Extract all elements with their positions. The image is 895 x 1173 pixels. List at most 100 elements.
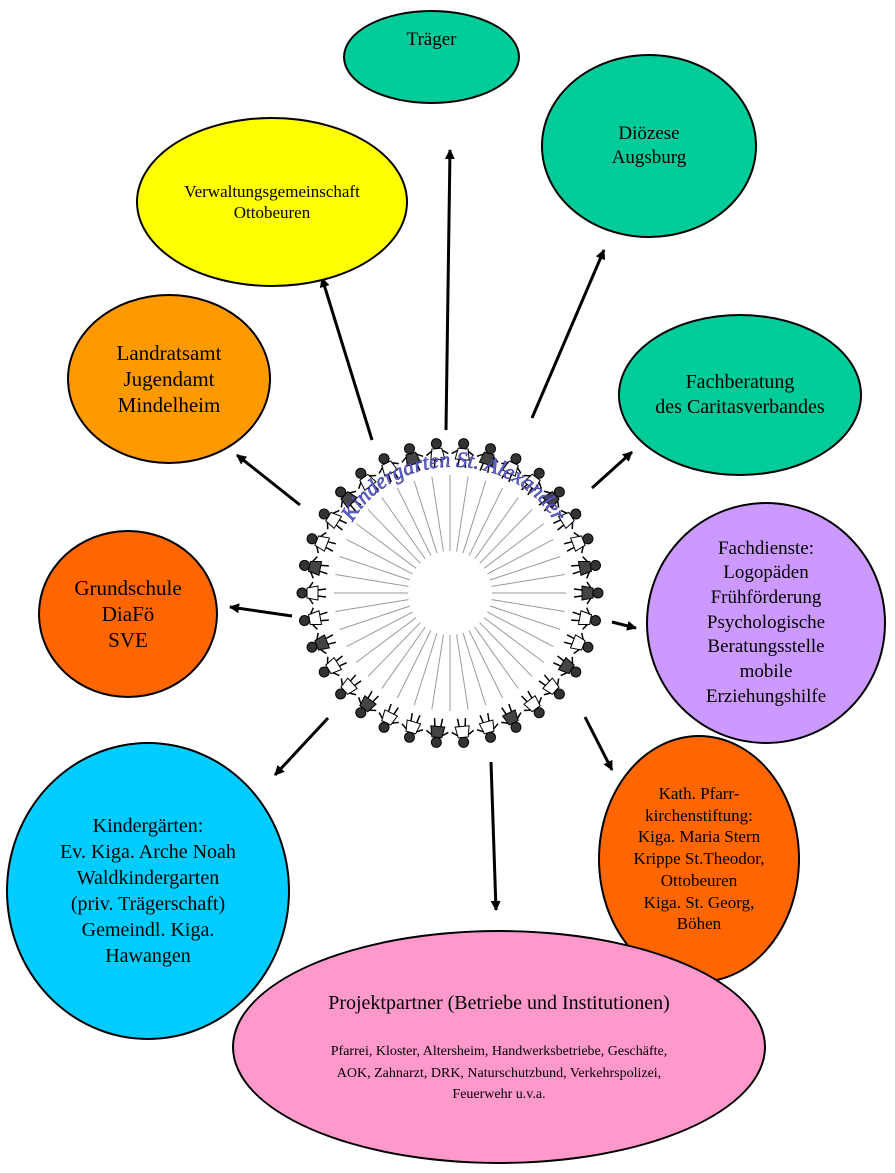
sun-ray [339,605,411,630]
sun-ray [381,497,426,560]
node-projekt: Projektpartner (Betriebe und Institution… [232,930,766,1164]
node-traeger: Träger [343,10,520,104]
projekt-line-1: Pfarrei, Kloster, Altersheim, Handwerksb… [330,1043,668,1059]
child-figure [425,718,449,748]
sun-ray [462,480,487,554]
projekt-line-3: Feuerwehr u.v.a. [452,1087,546,1103]
fachdienste-line-2: Logopäden [723,562,809,584]
sun-ray [396,487,432,556]
child-figure [299,556,329,579]
arrow-grundschule [229,603,293,618]
kindergaerten-line-2: Ev. Kiga. Arche Noah [60,841,236,863]
child-figure [520,467,545,496]
sun-ray [381,626,426,689]
pfarrkirchen-line-2: kirchenstiftung: [645,805,753,825]
sun-ray [487,611,554,648]
child-figure [306,632,337,655]
sun-ray [431,476,444,552]
child-figure [306,531,337,554]
kindergaerten-line-3: Waldkindergarten [76,867,220,889]
node-pfarrkirchen: Kath. Pfarr- kirchenstiftung: Kiga. Mari… [598,735,800,983]
grundschule-line-3: SVE [108,628,148,653]
fachberatung-line-2: des Caritasverbandes [655,396,825,418]
traeger-line-1: Träger [406,29,457,50]
sun-ray [431,634,444,710]
dioezese-line-2: Augsburg [611,147,687,168]
sun-ray [355,523,417,569]
sun-ray [355,617,417,663]
pfarrkirchen-line-1: Kath. Pfarr- [658,783,740,803]
pfarrkirchen-line-3: Kiga. Maria Stern [637,827,761,847]
pfarrkirchen-line-5: Ottobeuren [660,870,738,890]
sun-ray [483,617,545,663]
sun-ray [491,574,565,587]
sun-ray [339,556,411,581]
fachberatung-line-1: Fachberatung [685,371,795,393]
node-verwaltung: Verwaltungsgemeinschaft Ottobeuren [136,117,408,287]
landratsamt-line-2: Jugendamt [123,366,215,391]
pfarrkirchen-line-6: Kiga. St. Georg, [643,892,755,912]
fachdienste-line-7: Erziehungshilfe [705,685,827,707]
child-figure [476,443,499,474]
kindergaerten-line-5: Gemeindl. Kiga. [81,919,215,941]
node-dioezese: Diözese Augsburg [541,54,757,238]
child-figure [563,632,594,655]
svg-text:Kindergarten St. Alexander: Kindergarten St. Alexander [335,447,572,526]
arrow-traeger [444,149,455,431]
sun-ray [489,605,561,630]
child-figure [401,712,424,743]
sun-ray [487,538,554,575]
child-figure [501,453,522,483]
child-figure [355,467,380,496]
sun-ray [491,599,565,612]
sun-ray [456,476,469,552]
arrow-pfarrkirchen [583,716,614,771]
arrow-kindergaerten [273,716,330,777]
kindergarten-logo: Kindergarten St. Alexander [290,428,610,748]
landratsamt-line-1: Landratsamt [116,340,222,365]
dioezese-line-1: Diözese [618,123,680,145]
sun-ray [413,480,438,554]
projekt-title: Projektpartner (Betriebe und Institution… [328,991,670,1014]
sun-ray [474,626,519,689]
child-figure [571,556,601,579]
node-fachberatung: Fachberatung des Caritasverbandes [618,314,862,476]
node-landratsamt: Landratsamt Jugendamt Mindelheim [67,294,271,464]
fachdienste-line-3: Frühförderung [710,586,822,608]
kindergaerten-line-4: (priv. Trägerschaft) [70,893,226,915]
sun-ray [367,622,421,677]
sun-ray [335,599,409,612]
fachdienste-line-1: Fachdienste: [717,537,815,559]
grundschule-line-1: Grundschule [74,575,182,600]
child-figure [299,607,329,630]
child-figure [335,486,362,512]
child-figure [520,690,545,719]
sun-ray [346,538,413,575]
child-figure [451,718,475,748]
kindergaerten-line-6: Hawangen [105,945,191,967]
sun-ray [468,630,504,699]
arrow-dioezese [530,249,606,419]
child-figure [335,674,362,700]
sun-ray [479,622,533,677]
child-figure [318,655,347,678]
center-label: Kindergarten St. Alexander [335,446,573,526]
child-figure [571,607,601,630]
child-figure [553,508,582,531]
child-figure [355,690,380,719]
sun-ray [489,556,561,581]
sun-ray [474,497,519,560]
sun-ray [396,630,432,699]
child-figure [378,453,399,483]
arrow-verwaltung [319,277,374,441]
node-grundschule: Grundschule DiaFö SVE [38,530,218,698]
sun-ray [367,509,421,564]
sun-ray [479,509,533,564]
arrow-fachdienste [611,620,637,631]
child-figure [553,655,582,678]
fachdienste-line-6: mobile [739,661,793,683]
sun-ray [456,634,469,710]
arrow-fachberatung [590,450,634,490]
child-figure [296,581,327,605]
